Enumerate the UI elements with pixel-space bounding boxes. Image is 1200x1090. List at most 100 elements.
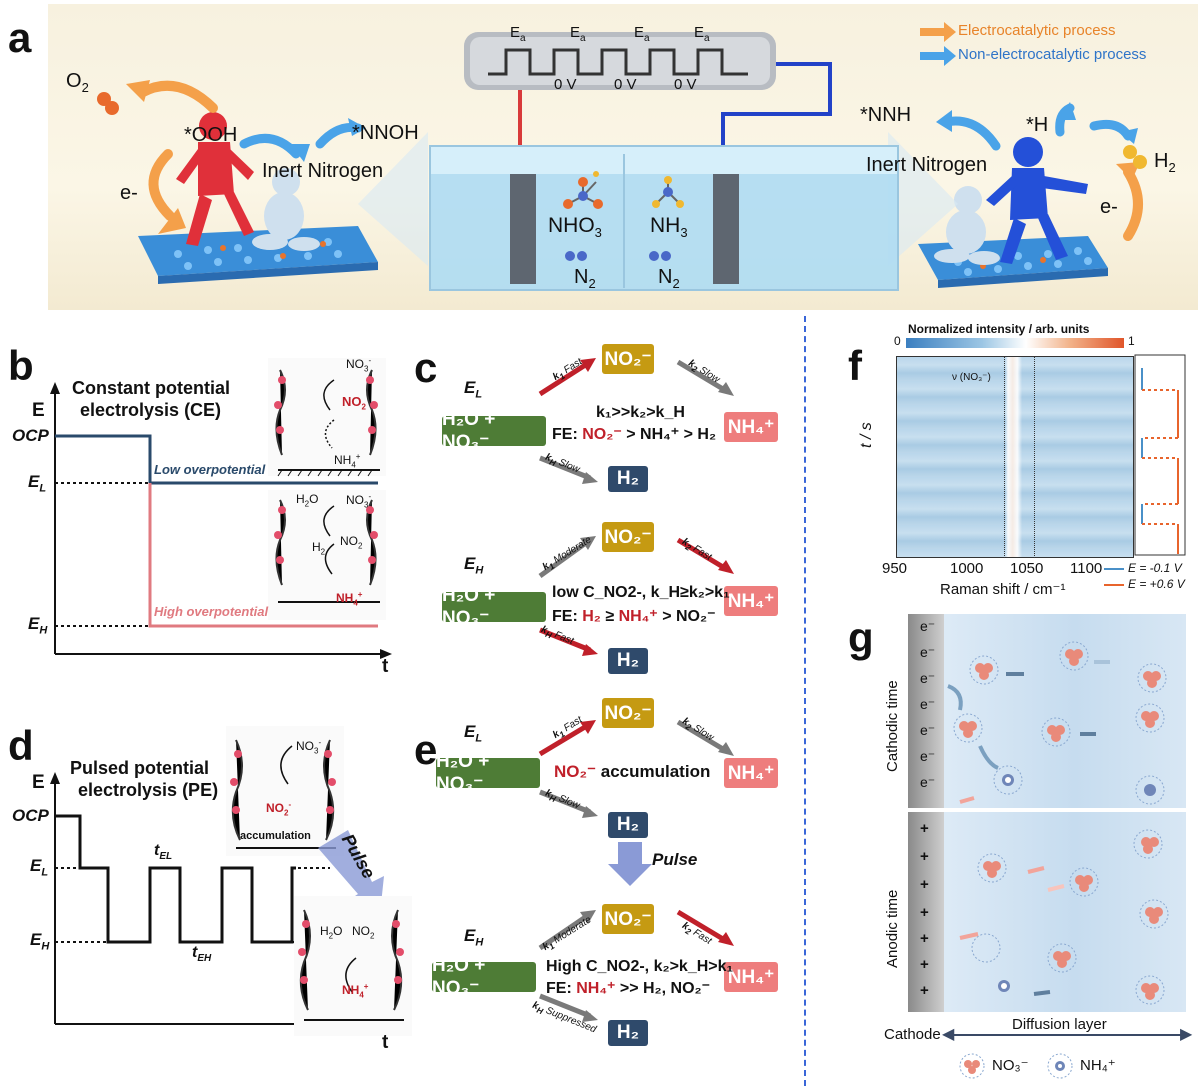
f-cb-min: 0 (894, 334, 901, 348)
c-eh-label: EH (464, 554, 484, 577)
panel-a-illustration (97, 22, 1147, 291)
c-rel-h: low C_NO2-, k_H≥k₂>k₁ (552, 584, 730, 601)
electron-left: e- (120, 182, 138, 204)
f-xtick-1100: 1100 (1070, 560, 1103, 577)
b-eh-label: EH (28, 614, 48, 637)
panel-f-letter: f (848, 342, 862, 389)
panel-d-plot (50, 726, 412, 1036)
left-electrode-lattice (138, 226, 378, 284)
g-cathodic-panel (908, 614, 1186, 808)
f-heatmap (896, 356, 1134, 558)
f-xtick-950: 950 (882, 560, 908, 577)
b-ocp-label: OCP (12, 426, 49, 445)
d-accumulation: accumulation (240, 830, 311, 842)
g-cathode-bar-bottom (908, 812, 944, 1012)
f-colorbar-title: Normalized intensity / arb. units (908, 322, 1090, 336)
e-h2-box-h: H₂ (608, 1020, 648, 1046)
f-ylabel: t / s (858, 422, 875, 448)
c-el-label: EL (464, 378, 483, 401)
nh3-label: NH3 (650, 214, 688, 241)
f-xlabel: Raman shift / cm⁻¹ (940, 581, 1066, 598)
panel-c-letter: c (414, 344, 438, 391)
g-eminus-4: e⁻ (920, 696, 936, 712)
c-nh4-box-h: NH₄⁺ (724, 586, 778, 616)
e-pulse-label: Pulse (652, 850, 698, 869)
e-nh4-box-l: NH₄⁺ (724, 758, 778, 788)
e-reactant-l: H₂O + NO₃⁻ (436, 751, 540, 795)
g-legend-icons (959, 1053, 1073, 1079)
d-tel-label: tEL (154, 842, 173, 863)
n2-label-right: N2 (658, 266, 680, 291)
b-inset-no2: NO2 (342, 394, 366, 412)
c-h2-box-l: H₂ (608, 466, 648, 492)
b-inset-high (268, 490, 386, 620)
b-title-1: Constant potential (72, 378, 230, 398)
d-inset-no2-b: NO2 (352, 924, 375, 941)
f-peak-line-right (1034, 356, 1035, 556)
e-el-label: EL (464, 722, 483, 745)
e-accumulation: NO₂⁻ accumulation (554, 762, 711, 781)
c-fe-h: FE: H₂ ≥ NH₄⁺ > NO₂⁻ (552, 608, 716, 625)
panel-g-letter: g (848, 614, 874, 661)
pulse-zero-3: 0 V (674, 76, 697, 93)
c-no2-box-h: NO₂⁻ (602, 522, 654, 552)
g-plus-4: + (920, 904, 929, 921)
g-diffusion-arrow (948, 1034, 1186, 1036)
inert-nitrogen-right: Inert Nitrogen (866, 154, 988, 176)
electrolytic-cell (429, 145, 899, 291)
d-el-label: EL (30, 856, 49, 879)
f-legend-pos: E = +0.6 V (1128, 577, 1185, 591)
c-fe-l: FE: NO₂⁻ > NH₄⁺ > H₂ (552, 426, 717, 443)
b-inset-no3: NO3- (346, 356, 372, 374)
b-e-axis: E (32, 400, 45, 421)
d-pulse-waveform (55, 814, 296, 944)
g-eminus-1: e⁻ (920, 618, 936, 634)
panel-a-letter: a (8, 14, 32, 61)
e-eh-label: EH (464, 926, 484, 949)
f-xtick-1000: 1000 (950, 560, 984, 577)
b-inset-nh4: NH4+ (334, 452, 361, 470)
f-xtick-1050: 1050 (1010, 560, 1044, 577)
g-legend-no3: NO₃⁻ (992, 1057, 1029, 1074)
f-colorbar (906, 338, 1124, 348)
g-plus-7: + (920, 982, 929, 999)
b-high-overpotential: High overpotential (154, 604, 269, 619)
d-eh-label: EH (30, 930, 50, 953)
c-reactant-h: H₂O + NO₃⁻ (442, 585, 546, 629)
panel-divider (804, 316, 806, 1086)
e-fe-h: FE: NH₄⁺ >> H₂, NO₂⁻ (546, 980, 711, 997)
nho3-label: NHO3 (548, 214, 602, 241)
d-title-1: Pulsed potential (70, 758, 210, 778)
f-legend-neg: E = -0.1 V (1128, 561, 1182, 575)
g-cathode-label: Cathode (884, 1026, 941, 1043)
e-reactant-h: H₂O + NO₃⁻ (432, 955, 536, 999)
d-inset-nh4: NH4+ (342, 982, 369, 1000)
c-no2-box-l: NO₂⁻ (602, 344, 654, 374)
legend-electro-label: Electrocatalytic process (958, 22, 1116, 39)
ooh-label: *OOH (184, 124, 238, 146)
pulse-ea-2: Ea (570, 24, 586, 44)
d-inset-bottom (294, 896, 412, 1036)
sitting-figure-left (252, 168, 320, 251)
blue-runner-figure (986, 137, 1088, 264)
legend-electro-arrow (920, 22, 956, 42)
c-nh4-box-l: NH₄⁺ (724, 412, 778, 442)
g-plus-5: + (920, 930, 929, 947)
d-e-axis: E (32, 772, 45, 793)
d-ocp-label: OCP (12, 806, 49, 825)
e-pulse-arrow (608, 842, 652, 886)
pulse-ea-3: Ea (634, 24, 650, 44)
f-potential-trace (1134, 354, 1186, 556)
o2-label: O2 (66, 70, 89, 95)
g-eminus-5: e⁻ (920, 722, 936, 738)
e-h2-box-l: H₂ (608, 812, 648, 838)
o2-molecule (97, 92, 119, 115)
inert-nitrogen-left: Inert Nitrogen (262, 160, 384, 182)
panel-c-arrows (538, 358, 734, 656)
pulse-zero-1: 0 V (554, 76, 577, 93)
c-h2-box-h: H₂ (608, 648, 648, 674)
d-inset-no3: NO3- (296, 738, 322, 756)
g-eminus-2: e⁻ (920, 644, 936, 660)
b-title-2: electrolysis (CE) (80, 400, 222, 420)
b-inset-no3-2: NO3- (346, 492, 372, 510)
